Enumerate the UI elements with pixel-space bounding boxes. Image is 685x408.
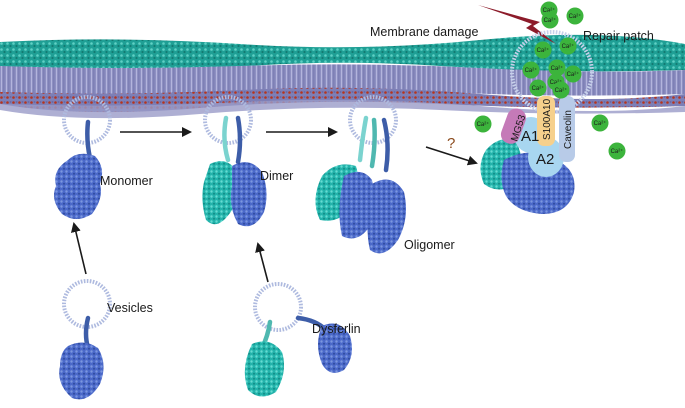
arrow-oligomer-to-patch [425, 146, 478, 166]
calcium-ion-label: Ca²⁺ [532, 85, 545, 92]
vesicle-icon [62, 279, 112, 329]
calcium-ion-label: Ca²⁺ [569, 13, 582, 20]
annexin-linker [235, 115, 243, 165]
calcium-ion-icon [564, 65, 582, 83]
calcium-ion-label: Ca²⁺ [477, 121, 490, 128]
calcium-ion-icon [541, 11, 559, 29]
annexin-linker [85, 119, 93, 161]
vesicle-icon [253, 282, 303, 332]
vesicle-icon [62, 95, 112, 145]
vesicle-icon [203, 95, 253, 145]
dysferlin-blue-protein [318, 323, 352, 373]
dysferlin-label: Dysferlin [312, 322, 361, 336]
calcium-ion-label: Ca²⁺ [537, 47, 550, 54]
vesicles-label: Vesicles [107, 301, 153, 315]
calcium-ion-label: Ca²⁺ [562, 43, 575, 50]
annexin-vesicle-protein [59, 342, 104, 400]
question-mark-label: ? [447, 135, 455, 152]
dimer-label: Dimer [260, 169, 293, 183]
mg53-protein [500, 108, 527, 144]
annexin-vesicle-complex [59, 279, 112, 400]
caveolin-protein [559, 96, 575, 162]
s100a10-label: S100A10 [542, 98, 553, 140]
calcium-ion-label: Ca²⁺ [525, 67, 538, 74]
annexin-linker [369, 117, 377, 169]
calcium-ion-label: Ca²⁺ [555, 87, 568, 94]
calcium-ion-label: Ca²⁺ [594, 120, 607, 127]
annexin-linker [357, 115, 369, 163]
annexin-oligomer-blue-protein [367, 179, 406, 254]
calcium-ion-label: Ca²⁺ [550, 79, 563, 86]
calcium-ions: Ca²⁺Ca²⁺Ca²⁺Ca²⁺Ca²⁺Ca²⁺Ca²⁺Ca²⁺Ca²⁺Ca²⁺… [474, 1, 626, 160]
dysferlin-complex [244, 282, 352, 397]
a1-label: A1 [521, 128, 539, 145]
s100a10-protein [537, 96, 555, 146]
calcium-ion-icon [529, 79, 547, 97]
arrow-dysferlin-to-dimer [255, 242, 269, 283]
calcium-ion-label: Ca²⁺ [611, 148, 624, 155]
calcium-ion-icon [566, 7, 584, 25]
vesicle-icon [348, 95, 398, 145]
calcium-ion-label: Ca²⁺ [543, 7, 556, 14]
oligomer-label: Oligomer [404, 238, 455, 252]
annexin-oligomer-complex [315, 95, 406, 254]
annexin-monomer-protein [54, 153, 103, 219]
repair-patch-label: Repair patch [583, 29, 654, 43]
annexin-linker [381, 117, 390, 173]
monomer-label: Monomer [100, 174, 153, 188]
calcium-ion-label: Ca²⁺ [544, 17, 557, 24]
membrane-damage-label: Membrane damage [370, 25, 478, 39]
repair-patch-complex [480, 30, 594, 214]
annexin-dimer-complex [202, 95, 267, 227]
a2-label: A2 [536, 151, 554, 168]
calcium-ion-label: Ca²⁺ [551, 65, 564, 72]
vesicle-icon [510, 30, 594, 114]
calcium-ion-icon [474, 115, 492, 133]
calcium-ion-icon [552, 81, 570, 99]
annexin-monomer-complex [54, 95, 112, 219]
calcium-ion-icon [548, 59, 566, 77]
calcium-ion-label: Ca²⁺ [567, 71, 580, 78]
annexin-oligomer-blue-protein [339, 171, 375, 239]
a2-protein [528, 137, 564, 177]
caveolin-label: Caveolin [563, 110, 574, 149]
calcium-ion-icon [534, 41, 552, 59]
arrow-vesicle-to-monomer [71, 222, 87, 275]
calcium-ion-icon [559, 37, 577, 55]
annexin-dimer-blue-protein [230, 162, 267, 227]
dysferlin-teal-protein [244, 341, 284, 397]
annexin-dimer-teal-protein [202, 161, 238, 225]
annexin-linker [222, 115, 231, 163]
calcium-ion-icon [522, 61, 540, 79]
calcium-ion-icon [591, 114, 609, 132]
calcium-ion-icon [608, 142, 626, 160]
